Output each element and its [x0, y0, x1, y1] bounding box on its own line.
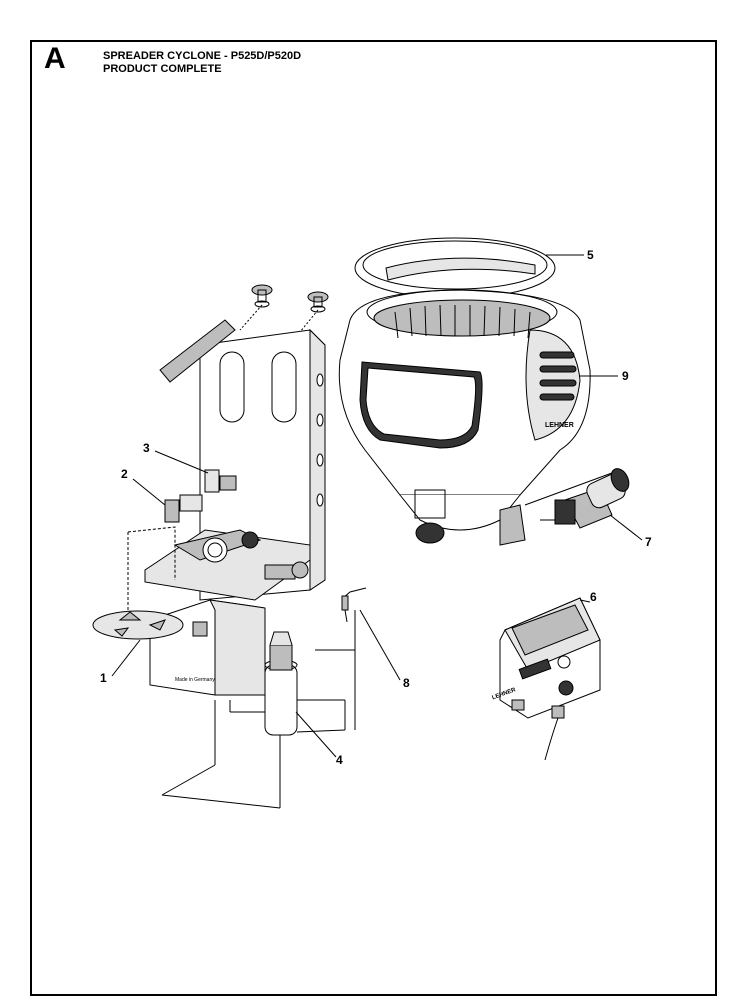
frame-bracket: Made in Germany: [92, 284, 329, 696]
sensor-pin: [341, 587, 367, 623]
diagram-title: SPREADER CYCLONE - P525D/P520D: [103, 50, 302, 62]
callout-6: 6: [590, 590, 597, 604]
knob-left: [251, 284, 273, 308]
diagram-subtitle: PRODUCT COMPLETE: [103, 63, 222, 75]
assembly-guide-lines: [161, 610, 356, 809]
hopper-logo: LEHNER: [545, 422, 574, 429]
cylinder-part: [264, 631, 298, 736]
callout-7: 7: [645, 535, 652, 549]
callout-5: 5: [587, 248, 594, 262]
motor-part: [554, 468, 630, 529]
callout-8: 8: [403, 676, 410, 690]
housing-marking: Made in Germany: [175, 677, 215, 683]
section-letter: A: [44, 42, 66, 75]
callout-2: 2: [121, 467, 128, 481]
valve-part-3: [204, 469, 237, 493]
callout-9: 9: [622, 369, 629, 383]
controller-unit: LEHNER: [491, 597, 601, 761]
callout-3: 3: [143, 441, 150, 455]
knob-right: [307, 291, 329, 313]
hopper-assembly: LEHNER: [338, 237, 621, 546]
callout-1: 1: [100, 671, 107, 685]
page-frame: [30, 40, 717, 996]
valve-part-2: [164, 494, 203, 523]
callout-4: 4: [336, 753, 343, 767]
spreader-disc: [92, 610, 184, 640]
callout-leaders: [111, 254, 643, 758]
